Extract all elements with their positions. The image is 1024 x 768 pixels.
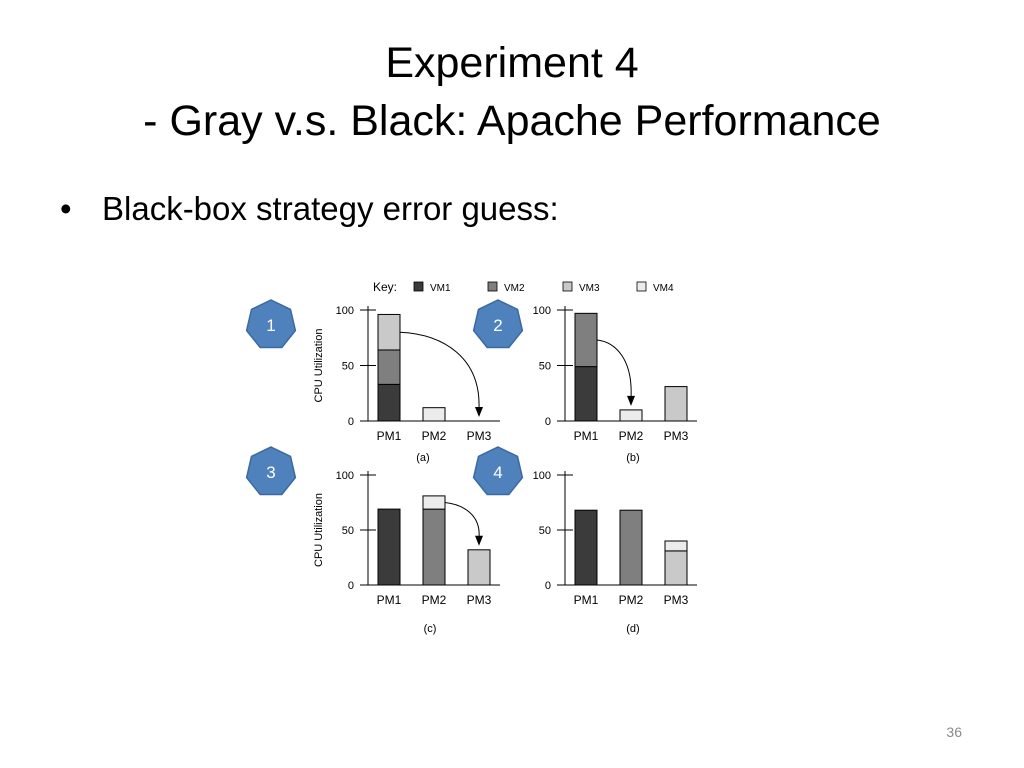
y-tick-label-100: 100 (336, 470, 354, 482)
bullet-item: • Black-box strategy error guess: (60, 190, 559, 228)
legend-key-label: Key: (373, 280, 397, 294)
bar-pm1-vm3 (377, 313, 401, 351)
migration-arrow-line (596, 339, 632, 398)
bar-pm2-vm2 (422, 508, 446, 586)
y-tick-label-0: 0 (545, 416, 551, 428)
y-tick-label-100: 100 (336, 305, 354, 317)
bullet-text: Black-box strategy error guess: (102, 190, 559, 227)
bar-pm2-vm2 (619, 509, 643, 586)
legend-swatch-vm4 (636, 281, 647, 292)
bar-pm1-vm2 (574, 312, 598, 368)
y-tick-label-100: 100 (533, 470, 551, 482)
x-tick-label-pm1: PM1 (377, 429, 402, 443)
x-tick-label-pm2: PM2 (619, 593, 644, 607)
bullet-marker: • (60, 190, 72, 227)
x-tick-label-pm3: PM3 (664, 593, 689, 607)
chart-legend: Key: VM1 VM2 VM3 VM4 (373, 280, 674, 294)
y-tick-label-0: 0 (348, 416, 354, 428)
y-tick-label-100: 100 (533, 305, 551, 317)
step-badge-number: 2 (493, 316, 502, 335)
bar-pm1-vm1 (574, 509, 598, 586)
slide-number: 36 (946, 724, 962, 740)
migration-arrow-line (399, 331, 480, 410)
step-badge-number: 3 (266, 463, 275, 482)
panel-caption: (b) (626, 452, 639, 464)
migration-arrow-head (475, 535, 483, 546)
legend-label-vm3: VM3 (579, 283, 600, 294)
x-tick-label-pm2: PM2 (422, 429, 447, 443)
slide-title-line-2: - Gray v.s. Black: Apache Performance (143, 97, 881, 145)
x-tick-label-pm2: PM2 (422, 593, 447, 607)
bar-pm3-vm3 (467, 549, 491, 586)
bar-pm1-vm1 (377, 508, 401, 586)
step-badge-2: 2 (472, 299, 524, 349)
step-badge-3: 3 (245, 446, 297, 496)
step-badge-1: 1 (245, 299, 297, 349)
x-tick-label-pm1: PM1 (574, 593, 599, 607)
legend-label-vm2: VM2 (504, 283, 525, 294)
step-badge-shape (245, 446, 297, 496)
legend-swatch-vm3 (562, 281, 573, 292)
bar-pm2-vm4 (422, 407, 446, 422)
bar-pm3-vm3 (664, 386, 688, 422)
x-tick-label-pm2: PM2 (619, 429, 644, 443)
bar-pm2-vm4 (619, 409, 643, 422)
migration-arrow-line (444, 502, 480, 538)
step-badge-shape (245, 299, 297, 349)
panel-caption: (d) (626, 623, 639, 635)
bar-pm3-vm4 (664, 540, 688, 552)
y-tick-label-50: 50 (342, 525, 354, 537)
migration-arrow-head (627, 395, 635, 406)
y-tick-label-50: 50 (539, 361, 551, 373)
x-tick-label-pm3: PM3 (467, 429, 492, 443)
bar-pm1-vm1 (574, 366, 598, 422)
x-tick-label-pm1: PM1 (377, 593, 402, 607)
legend-swatch-vm2 (487, 281, 498, 292)
y-axis-title: CPU Utilization (313, 329, 325, 403)
bar-pm1-vm1 (377, 383, 401, 422)
bar-pm2-vm4 (422, 495, 446, 510)
slide-title: Experiment 4 - Gray v.s. Black: Apache P… (0, 34, 1024, 150)
x-tick-label-pm3: PM3 (467, 593, 492, 607)
step-badge-shape (472, 446, 524, 496)
y-tick-label-50: 50 (539, 525, 551, 537)
y-tick-label-0: 0 (348, 580, 354, 592)
step-badge-number: 4 (493, 463, 502, 482)
x-tick-label-pm1: PM1 (574, 429, 599, 443)
x-tick-label-pm3: PM3 (664, 429, 689, 443)
step-badge-number: 1 (266, 316, 275, 335)
legend-swatch-vm1 (413, 281, 424, 292)
y-tick-label-50: 50 (342, 361, 354, 373)
step-badge-shape (472, 299, 524, 349)
legend-label-vm4: VM4 (653, 283, 674, 294)
slide-title-line-1: Experiment 4 (385, 39, 639, 87)
y-axis-title: CPU Utilization (313, 493, 325, 567)
panel-caption: (c) (424, 623, 437, 635)
bar-pm3-vm3 (664, 550, 688, 586)
bar-pm1-vm2 (377, 349, 401, 385)
legend-label-vm1: VM1 (430, 283, 451, 294)
step-badge-4: 4 (472, 446, 524, 496)
migration-arrow-head (475, 407, 483, 417)
y-tick-label-0: 0 (545, 580, 551, 592)
panel-caption: (a) (416, 452, 429, 464)
